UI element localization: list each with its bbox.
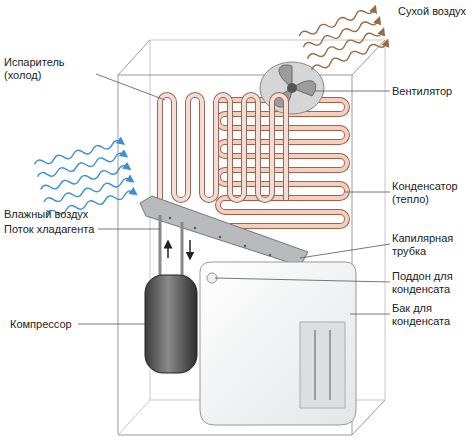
part-label: Бак для конденсата: [392, 302, 472, 328]
part-label: Поддон для конденсата: [392, 270, 472, 296]
part-label: Конденсатор (тепло): [392, 180, 472, 206]
casing: [118, 40, 385, 435]
compressor: [145, 215, 197, 373]
part-label: Влажный воздух: [4, 208, 104, 221]
part-label: Испаритель (холод): [4, 56, 96, 82]
part-label: Сухой воздух: [398, 5, 474, 18]
moist-air-arrows: [34, 140, 135, 218]
part-label: Компрессор: [10, 318, 80, 331]
part-label: Капилярная трубка: [392, 232, 472, 258]
evaporator-coil: [160, 95, 286, 200]
condensate-tank: [200, 262, 356, 425]
leader-lines: [78, 74, 390, 324]
condenser-coil: [215, 100, 347, 226]
part-label: Поток хладагента: [4, 223, 104, 236]
dry-air-arrows: [298, 6, 388, 73]
part-label: Вентилятор: [392, 85, 472, 98]
